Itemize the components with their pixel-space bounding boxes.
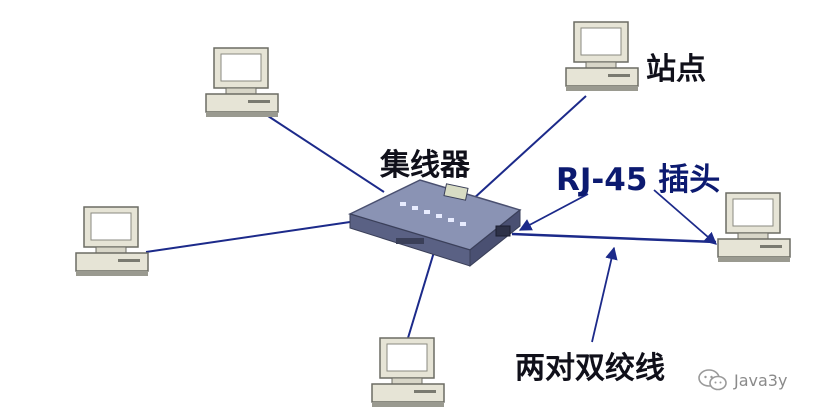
pc-left-icon [75, 206, 149, 277]
arrow-rj45-to-pc [653, 189, 717, 245]
pc-top-left-icon [205, 47, 279, 118]
link-bottom [407, 251, 435, 339]
arrow-cable [591, 246, 618, 343]
station-label: 站点 [646, 52, 706, 87]
pc-bottom-icon [371, 337, 445, 408]
wechat-icon [698, 369, 727, 391]
rj45-plug-label: RJ-45 插头 [556, 162, 721, 198]
watermark-text: Java3y [734, 370, 788, 390]
pc-right-icon [717, 192, 791, 263]
hub-icon [347, 179, 522, 268]
link-right [511, 232, 717, 244]
link-top-right [471, 95, 587, 201]
link-left [145, 221, 351, 253]
link-top-left [267, 115, 385, 193]
watermark: Java3y [698, 368, 787, 392]
twisted-pair-label: 两对双绞线 [515, 351, 665, 386]
pc-top-right-icon [565, 21, 639, 92]
arrow-rj45-to-hub [518, 193, 589, 231]
hub-label: 集线器 [380, 148, 470, 183]
